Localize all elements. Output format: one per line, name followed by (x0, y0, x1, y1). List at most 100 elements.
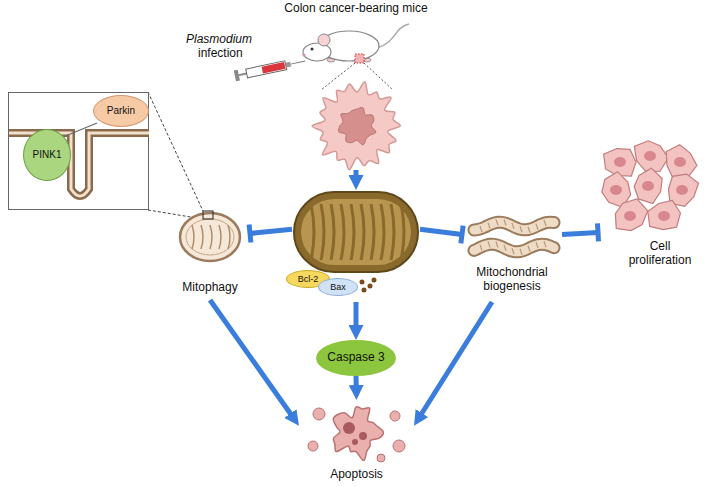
mitochondrion-outer (294, 192, 418, 272)
cell (648, 200, 681, 229)
tumor (312, 82, 400, 170)
cell (666, 145, 697, 178)
crista (321, 204, 324, 260)
node-illustration (269, 2, 443, 170)
process-label: Mitophagy (170, 281, 250, 295)
cell-nucleus (642, 181, 654, 191)
mouse-ear (318, 34, 330, 46)
arrow-connector (354, 302, 359, 332)
cell-nucleus (614, 157, 626, 167)
zoom-line (148, 92, 203, 211)
zoom-lines (148, 92, 203, 219)
cytochrome-dot (368, 284, 373, 289)
crista (371, 204, 374, 260)
crista (520, 226, 522, 232)
diagram-node: Mitochondrial biogenesis (462, 212, 562, 302)
crista (351, 204, 354, 260)
apoptotic-body (390, 411, 400, 421)
chromatin-fragment (359, 432, 367, 440)
crista (192, 225, 194, 249)
arrow-connector (210, 300, 294, 419)
crista (536, 242, 538, 248)
crista (361, 204, 364, 260)
crista (544, 241, 546, 247)
cell-nucleus (674, 157, 686, 167)
inner-membrane (186, 219, 234, 255)
cell-nucleus (676, 185, 688, 195)
diagram-node: PINK1 Parkin (8, 92, 149, 210)
crista (331, 204, 334, 260)
apoptotic-body (313, 408, 325, 420)
crista (480, 245, 482, 251)
tumor-site (355, 54, 364, 63)
tumor-core (338, 107, 375, 144)
cell-nucleus (624, 211, 636, 221)
diagram-node: Mitophagy (170, 205, 250, 300)
binding-line (63, 123, 97, 137)
crista (391, 204, 394, 260)
crista (401, 204, 404, 260)
inhibition-connector (420, 229, 462, 234)
cell-nucleus (610, 185, 622, 195)
crista (488, 223, 490, 229)
crista (544, 220, 546, 226)
mouse-eye (311, 48, 314, 51)
crista (311, 204, 314, 260)
crista (228, 225, 230, 249)
arrow-connector (354, 170, 359, 182)
apoptotic-body (393, 440, 405, 452)
diagram-node: Cell proliferation (598, 140, 702, 272)
crista (512, 248, 514, 254)
crista (210, 225, 212, 249)
crista (488, 241, 490, 247)
apoptotic-body (308, 441, 318, 451)
enzyme-label: Caspase 3 (327, 351, 384, 365)
zoom-square (203, 211, 213, 219)
crista (504, 245, 506, 251)
crista (201, 225, 203, 249)
diagram-node: Bcl-2Bax (292, 190, 420, 302)
process-label: Mitochondrial biogenesis (472, 266, 552, 294)
syringe-hub (285, 62, 291, 68)
syringe-liquid (262, 62, 286, 74)
crista (520, 249, 522, 255)
mouse-tail (377, 24, 409, 48)
cell-nucleus (658, 211, 670, 221)
crista (504, 220, 506, 226)
protein-label: PINK1 (23, 129, 71, 181)
mitochondrion-inner (301, 199, 411, 265)
cell (634, 168, 662, 203)
process-label: Cell proliferation (618, 240, 702, 268)
apoptotic-body (377, 454, 385, 462)
chromatin-fragment (352, 439, 358, 445)
crista (512, 223, 514, 229)
diagram-node: Apoptosis (299, 400, 414, 486)
mitochondrion-outline (474, 222, 554, 230)
crista (219, 225, 221, 249)
diagram-node: Colon cancer-bearing mice (269, 2, 443, 170)
mitochondrion-fill (474, 222, 554, 230)
figure-title: Colon cancer-bearing mice (269, 2, 443, 16)
cell-nucleus (644, 151, 656, 161)
inhibition-connector (250, 229, 292, 233)
cell (604, 149, 636, 177)
crista (536, 224, 538, 230)
mitochondrion-fill (474, 244, 554, 252)
syringe-barrel (246, 61, 287, 78)
zoom-line (364, 63, 393, 90)
apoptotic-cell (333, 407, 383, 461)
arrow-connector (354, 376, 359, 392)
mouse-nose (302, 53, 305, 56)
mitochondrion-outline (180, 213, 240, 261)
crista (381, 204, 384, 260)
crista (496, 219, 498, 225)
mitochondrion-outline (474, 244, 554, 252)
chromatin-fragment (343, 422, 355, 434)
cell (634, 141, 668, 172)
process-label: Apoptosis (299, 468, 414, 482)
crista (480, 226, 482, 232)
protein-label: Parkin (93, 95, 149, 127)
cell (615, 199, 647, 231)
cytochrome-dot (362, 288, 367, 293)
